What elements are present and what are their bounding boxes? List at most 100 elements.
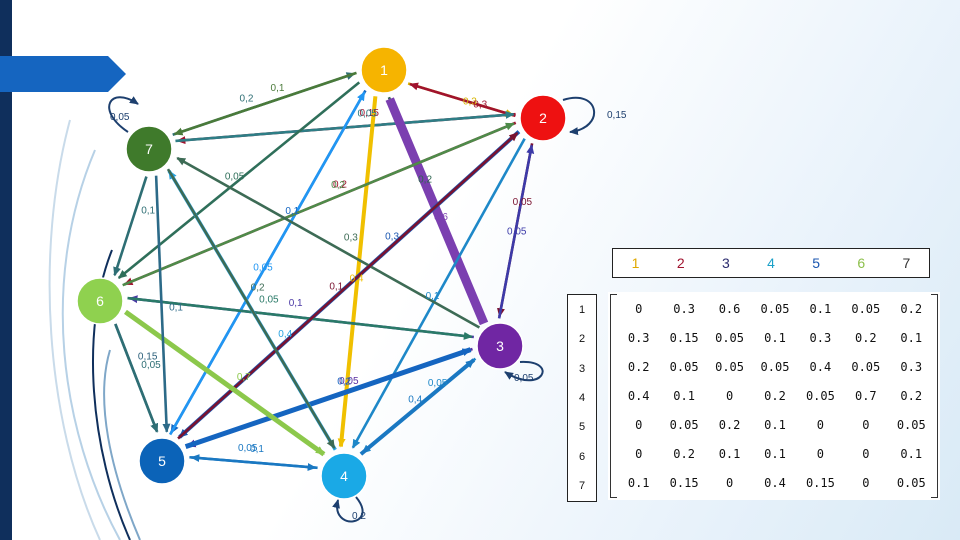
edge-arrow [176,156,481,329]
edge-label: 0,1 [426,291,440,302]
row-label: 1 [578,303,586,316]
matrix-cell: 0.15 [805,476,835,491]
matrix-cell: 0 [816,447,825,462]
edge-label: 0,1 [141,205,155,216]
matrix-cell: 0.05 [896,476,926,491]
self-loop-arrow [504,360,544,382]
matrix-cell: 0.05 [715,359,744,374]
matrix-cell: 0.1 [718,447,741,462]
edge-label: 0,2 [240,94,254,105]
matrix-cell: 0 [635,447,643,462]
matrix-cell: 0 [635,301,643,316]
state-node-label: 2 [539,110,547,126]
legend-item-1: 1 [631,255,640,271]
matrix-cell: 0.05 [760,359,790,374]
matrix-row: 0.1 0.15 0 0.4 0.15 0 0.05 [616,469,934,498]
edge-arrow [409,82,516,118]
edge-label: 0,05 [141,360,161,371]
matrix-cell: 0.1 [764,418,786,433]
row-label: 4 [578,391,586,404]
matrix-cell: 0.1 [627,476,650,491]
matrix-cell: 0 [725,476,734,491]
matrix-cell: 0.05 [896,418,926,433]
edge-arrow [113,176,148,277]
edge-label: 0,05 [428,378,448,389]
edge-arrow [122,122,515,287]
edge-label: 0,3 [463,97,477,108]
matrix-cell: 0.1 [764,330,786,345]
legend-item-2: 2 [676,255,685,271]
edge-label: 0,15 [359,108,379,119]
matrix-cell: 0.2 [900,301,923,316]
matrix-cell: 0 [725,388,734,403]
row-label: 6 [578,450,586,463]
state-node-6 [76,277,124,325]
edge-label: 0,4 [408,394,422,405]
legend-item-3: 3 [721,255,730,271]
edge-arrow [351,138,526,449]
title-banner [0,56,126,92]
edge-label: 0,2 [331,180,345,191]
edge-label-layer: 0,20,10,30,30,150,050,20,60,40,10,050,05… [138,83,533,455]
left-accent-bar [0,0,12,540]
edge-label: 0,6 [434,212,448,223]
edge-arrow [337,96,378,448]
row-label: 7 [578,480,586,493]
edge-label: 0,4 [350,274,364,285]
matrix-cell: 0.15 [669,476,699,491]
matrix-left-bracket [610,294,617,498]
edge-label: 0,05 [357,108,377,119]
self-loop-label: 0,2 [352,511,366,522]
matrix-cell: 0.2 [764,388,786,403]
matrix-cell: 0.05 [805,388,835,403]
edge-arrow [168,91,366,436]
edge-label: 0,05 [507,226,527,237]
edge-label: 0,1 [329,282,343,293]
row-label: 3 [578,362,586,375]
matrix-cell: 0.05 [851,301,881,316]
edge-arrow [173,71,357,136]
matrix-cell: 0.4 [809,359,832,374]
edge-label: 0,1 [285,206,299,217]
state-node-label: 1 [380,62,388,78]
edge-arrow [189,455,317,471]
matrix-cell: 0.1 [809,301,832,316]
edge-label: 0,3 [344,232,358,243]
edge-label: 0,05 [513,197,533,208]
edge-label: 0,2 [418,174,432,185]
matrix-cell: 0.4 [627,388,650,403]
self-loop-arrow [562,96,596,136]
edge-arrow [359,358,476,456]
state-node-7 [125,125,173,173]
decorative-curves [48,119,141,540]
state-node-label: 3 [496,338,504,354]
legend-item-5: 5 [812,255,821,271]
edge-label: 0,05 [253,263,273,274]
edge-arrow [184,347,472,449]
matrix-cell: 0.4 [764,476,786,491]
edge-arrow [154,175,171,433]
matrix-cell: 0.05 [760,301,790,316]
matrix-cell: 0.1 [764,447,786,462]
row-label: 2 [578,333,586,346]
self-loop-arrow [332,496,364,523]
edge-arrow [385,97,489,326]
matrix-cell: 0.05 [851,359,881,374]
matrix-cell: 0 [862,476,870,491]
state-node-2 [519,94,567,142]
matrix-cell: 0.2 [627,359,650,374]
edge-arrow [166,168,336,449]
self-loop-label: 0,05 [110,112,130,123]
edge-arrow [114,323,159,433]
edge-arrow [497,144,535,319]
self-loop-label: 0,05 [514,373,534,384]
legend-item-6: 6 [857,255,866,271]
matrix-cell: 0 [862,418,870,433]
row-labels: 1 2 3 4 5 6 7 [567,294,597,502]
edge-label: 0,7 [237,372,251,383]
